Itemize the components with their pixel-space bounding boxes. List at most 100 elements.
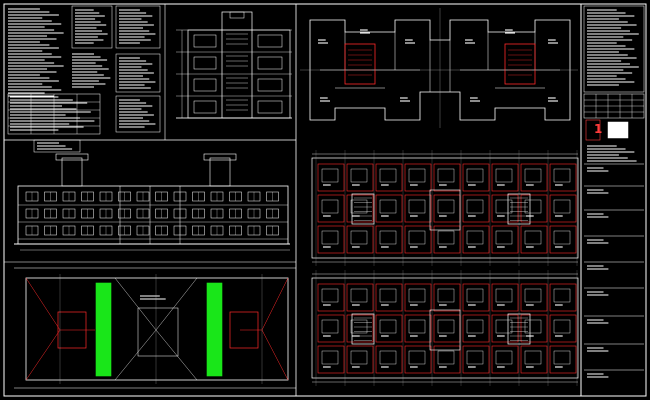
room-wall [520,345,548,374]
room-furniture [466,350,484,365]
room-wall [462,283,490,312]
room-furniture [524,350,542,365]
logo-box [585,119,601,141]
room-wall [375,283,403,312]
water-tank-outline [137,307,179,357]
room-furniture [350,199,368,214]
room-furniture [408,288,426,303]
room-wall [462,194,490,223]
room-wall [520,314,548,343]
room-wall [404,345,432,374]
room-wall [433,283,461,312]
window-opening [257,100,283,114]
room-wall [375,314,403,343]
room-wall [549,283,577,312]
room-wall [549,163,577,192]
room-furniture [321,350,339,365]
room-furniture [350,350,368,365]
window-opening [193,34,217,48]
room-wall [462,163,490,192]
room-furniture [553,288,571,303]
room-furniture [524,288,542,303]
room-furniture [379,288,397,303]
room-furniture [321,199,339,214]
room-furniture [379,168,397,183]
window-opening [193,78,217,92]
revision-table [583,5,645,93]
room-wall [375,194,403,223]
room-furniture [437,319,455,334]
room-wall [491,345,519,374]
room-wall [520,194,548,223]
room-wall [462,225,490,254]
room-furniture [553,319,571,334]
room-wall [375,225,403,254]
sheet-mark-label: 1 [594,122,602,136]
schedule-table-c [115,53,161,93]
central-lobby [429,189,461,231]
plan-outer-wall [309,19,571,121]
highlight-strip-left [95,282,112,377]
tower-cap [203,153,237,161]
room-furniture [408,230,426,245]
room-wall [433,225,461,254]
room-wall [317,163,345,192]
room-furniture [553,199,571,214]
front-elevation [14,153,290,251]
room-furniture [437,350,455,365]
room-furniture [437,288,455,303]
room-wall [433,163,461,192]
room-furniture [495,168,513,183]
room-furniture [495,230,513,245]
room-wall [549,345,577,374]
room-wall [346,225,374,254]
room-wall [491,314,519,343]
room-furniture [553,230,571,245]
stamp-box [607,121,629,139]
room-furniture [495,350,513,365]
schedule-table-a [71,5,113,49]
plan-outline [311,157,579,259]
room-furniture [379,319,397,334]
room-furniture [350,168,368,183]
room-wall [375,345,403,374]
room-furniture [408,350,426,365]
room-wall [520,225,548,254]
room-furniture [495,288,513,303]
room-furniture [321,230,339,245]
room-wall [346,345,374,374]
room-wall [491,283,519,312]
room-furniture [466,230,484,245]
room-wall [317,345,345,374]
room-wall [462,345,490,374]
highlight-strip-right [206,282,223,377]
room-furniture [437,199,455,214]
mumty-head [229,11,245,19]
tower-cap [55,153,89,161]
window-opening [257,78,283,92]
room-wall [404,283,432,312]
room-wall [520,163,548,192]
stair-core-right [504,43,536,85]
room-wall [491,194,519,223]
room-wall [549,194,577,223]
room-furniture [553,168,571,183]
stair-core-elevation [221,11,253,119]
room-furniture [437,230,455,245]
room-wall [317,194,345,223]
room-wall [491,163,519,192]
floor-plan-lower [311,270,579,386]
terrace-core-left [57,311,87,349]
room-wall [404,225,432,254]
room-furniture [379,350,397,365]
room-furniture [495,319,513,334]
room-furniture [379,199,397,214]
room-wall [317,283,345,312]
sheet-border [3,3,647,397]
room-wall [317,314,345,343]
room-furniture [524,230,542,245]
slope-line [240,277,289,381]
window-opening [193,56,217,70]
stair-core [351,313,375,345]
room-furniture [321,319,339,334]
